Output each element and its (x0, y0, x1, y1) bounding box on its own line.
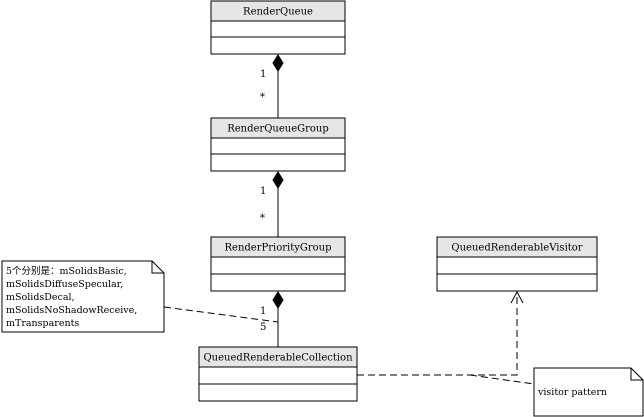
class-operations-compartment (210, 273, 346, 292)
class-render-priority-group[interactable]: RenderPriorityGroup (210, 236, 346, 292)
class-render-queue-group[interactable]: RenderQueueGroup (210, 117, 346, 172)
part-multiplicity: 5 (260, 322, 266, 333)
composition-diamond-icon (272, 54, 284, 72)
note-visitor-pattern[interactable]: visitor pattern (533, 367, 644, 417)
owner-multiplicity: 1 (260, 186, 266, 197)
composition-queue-to-group[interactable]: 1 * (260, 54, 284, 118)
note-line: mTransparents (6, 318, 79, 329)
dependency-line (357, 293, 518, 376)
class-name: RenderQueueGroup (227, 124, 329, 135)
class-operations-compartment (198, 383, 358, 402)
class-attributes-compartment (436, 256, 598, 275)
class-name: RenderPriorityGroup (225, 243, 332, 254)
note-folded-corner-icon (151, 261, 164, 274)
class-operations-compartment (210, 153, 346, 172)
class-attributes-compartment (198, 366, 358, 385)
note-body (533, 367, 644, 417)
class-attributes-compartment (210, 137, 346, 155)
class-attributes-compartment (210, 20, 346, 38)
note-folded-corner-icon (630, 368, 643, 381)
composition-priority-to-collection[interactable]: 1 5 (260, 291, 284, 347)
owner-multiplicity: 1 (260, 69, 266, 80)
part-multiplicity: * (260, 92, 265, 103)
note-anchor-solids (163, 306, 279, 323)
composition-diamond-icon (272, 171, 284, 189)
note-body (1, 260, 165, 333)
note-solids-list[interactable]: 5个分别是：mSolidsBasic, mSolidsDiffuseSpecul… (1, 260, 165, 333)
class-name: RenderQueue (243, 7, 313, 18)
class-attributes-compartment (210, 256, 346, 275)
class-name: QueuedRenderableVisitor (451, 243, 582, 254)
class-queued-renderable-visitor[interactable]: QueuedRenderableVisitor (436, 236, 598, 292)
note-line: mSolidsDiffuseSpecular, (6, 279, 123, 290)
class-queued-renderable-collection[interactable]: QueuedRenderableCollection (198, 346, 358, 402)
note-line: 5个分别是：mSolidsBasic, (6, 266, 127, 277)
class-name: QueuedRenderableCollection (203, 353, 353, 364)
note-line: mSolidsNoShadowReceive, (6, 305, 137, 316)
open-arrowhead-icon (510, 290, 524, 304)
note-anchor-visitor (469, 374, 535, 385)
part-multiplicity: * (260, 213, 265, 224)
class-operations-compartment (436, 273, 598, 292)
note-line: mSolidsDecal, (6, 292, 75, 303)
composition-diamond-icon (272, 291, 284, 309)
note-text: visitor pattern (537, 387, 607, 398)
owner-multiplicity: 1 (260, 306, 266, 317)
composition-group-to-priority[interactable]: 1 * (260, 171, 284, 237)
class-operations-compartment (210, 36, 346, 55)
class-render-queue[interactable]: RenderQueue (210, 0, 346, 55)
dependency-collection-to-visitor[interactable] (357, 290, 524, 376)
